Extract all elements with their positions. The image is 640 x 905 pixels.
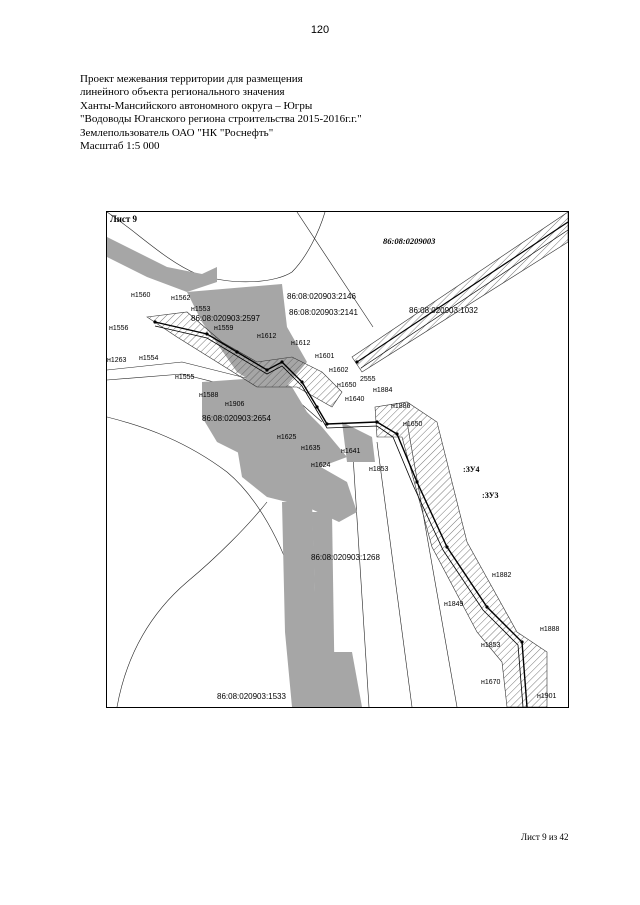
sheet-label: Лист 9: [110, 214, 138, 224]
point-label: н1853: [481, 642, 501, 649]
point-label: н1901: [537, 693, 557, 700]
point-label: н1882: [492, 572, 512, 579]
parcel-label: 86:08:020903:2654: [202, 414, 271, 423]
point-label: н1560: [131, 292, 151, 299]
parcel-label: 86:08:020903:1533: [217, 692, 286, 701]
point-label: н1888: [540, 626, 560, 633]
point-label: н1886: [391, 403, 411, 410]
point-label: н1559: [214, 325, 234, 332]
header-line: Проект межевания территории для размещен…: [80, 73, 303, 85]
boundary-point-markers: [153, 320, 524, 644]
point-label: н1612: [257, 333, 277, 340]
header-line: "Водоводы Юганского региона строительств…: [80, 113, 362, 126]
point-label: н1556: [109, 325, 129, 332]
point-label: н1554: [139, 355, 159, 362]
document-header: Проект межевания территории для размещен…: [80, 73, 362, 153]
point-label: н1263: [107, 357, 127, 364]
point-label: н1625: [277, 434, 297, 441]
point-label: н1562: [171, 295, 191, 302]
zone-label: :ЗУ3: [482, 491, 499, 500]
parcel-label: 86:08:020903:2597: [191, 314, 260, 323]
point-label: н1853: [369, 466, 389, 473]
point-label: н1602: [329, 367, 349, 374]
point-label: н1884: [373, 387, 393, 394]
cadastral-quarter-label: 86:08:0209003: [383, 236, 436, 246]
header-line: Ханты-Мансийского автономного округа – Ю…: [80, 99, 313, 112]
survey-map: Лист 9 86:08:0209003 :ЗУ4 :ЗУ3 86:08:020…: [106, 211, 569, 708]
header-line: Масштаб 1:5 000: [80, 140, 160, 153]
point-label: н1849: [444, 601, 464, 608]
point-label: н1906: [225, 401, 245, 408]
parcel-label: 86:08:020903:1268: [311, 553, 380, 562]
point-label: н1650: [403, 421, 423, 428]
point-label: н1553: [191, 306, 211, 313]
point-label: н1640: [345, 396, 365, 403]
header-line: линейного объекта регионального значения: [80, 86, 285, 99]
parcel-label: 86:08:020903:2146: [287, 292, 356, 301]
point-label: н1670: [481, 679, 501, 686]
point-label: н1650: [337, 382, 357, 389]
map-drawing: [107, 212, 568, 707]
existing-structures: [107, 237, 375, 707]
point-label: н1641: [341, 448, 361, 455]
point-label: н1588: [199, 392, 219, 399]
point-label: н1612: [291, 340, 311, 347]
point-label: н1601: [315, 353, 335, 360]
parcel-label: 86:08:020903:2141: [289, 308, 358, 317]
zone-label: :ЗУ4: [463, 465, 480, 474]
page-number: 120: [310, 24, 330, 36]
sheet-counter: Лист 9 из 42: [521, 832, 569, 842]
point-label: н1624: [311, 462, 331, 469]
point-label: н1635: [301, 445, 321, 452]
header-line: Землепользователь ОАО "НК "Роснефть": [80, 126, 274, 139]
point-label: 2555: [360, 376, 376, 383]
point-label: н1555: [175, 374, 195, 381]
parcel-label: 86:08:020903:1032: [409, 306, 478, 315]
